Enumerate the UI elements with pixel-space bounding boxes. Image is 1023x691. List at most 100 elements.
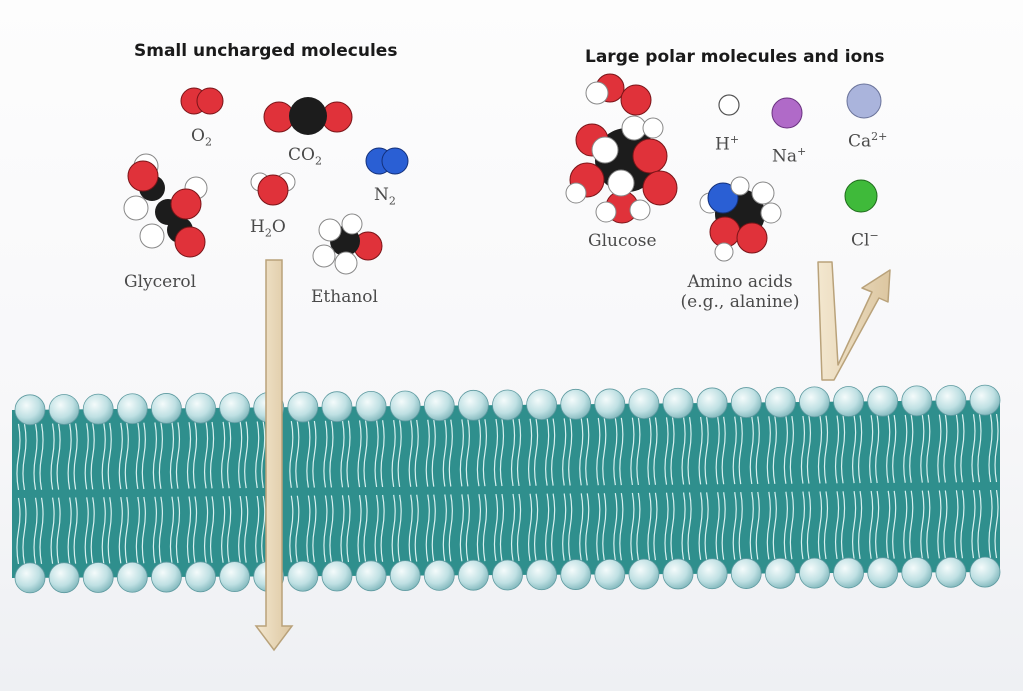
lipid-tail — [954, 414, 959, 483]
lipid-tail — [323, 420, 328, 488]
membrane-core — [12, 400, 1000, 578]
lipid-tail — [152, 422, 158, 489]
label-h-ion: H+ — [715, 133, 740, 155]
lipid-tail — [425, 419, 430, 487]
lipid-head-inner — [457, 559, 489, 591]
lipid-tail — [408, 419, 413, 487]
lipid-head-outer — [219, 392, 251, 424]
lipid-head-outer — [833, 386, 864, 417]
lipid-tail — [551, 418, 556, 486]
lipid-tail — [647, 417, 652, 485]
lipid-tail — [738, 416, 743, 485]
lipid-tail — [442, 494, 447, 562]
lipid-tail — [704, 416, 709, 485]
lipid-tail — [619, 417, 624, 486]
lipid-tail — [186, 422, 192, 489]
lipid-tail — [340, 420, 345, 488]
lipid-tail — [16, 423, 21, 491]
lipid-tail — [920, 490, 925, 559]
lipid-tail — [169, 422, 175, 489]
lipid-tail — [380, 494, 385, 562]
lipid-tail — [118, 496, 123, 564]
lipid-tail — [937, 414, 942, 483]
lipid-head-outer — [151, 393, 182, 424]
lipid-tail — [289, 421, 294, 488]
lipid-tail — [909, 414, 914, 483]
lipid-tail — [551, 493, 556, 561]
lipid-head-outer — [492, 389, 523, 421]
lipid-tail — [533, 418, 539, 486]
o2-molecule — [180, 87, 224, 115]
lipid-head-outer — [764, 386, 796, 418]
lipid-head-inner — [730, 558, 762, 589]
lipid-head-outer — [185, 392, 216, 424]
lipid-tail — [749, 416, 754, 485]
lipid-tail — [158, 422, 164, 489]
lipid-tail — [988, 489, 993, 559]
lipid-tail — [238, 496, 243, 563]
lipid-tail — [971, 490, 976, 559]
lipid-tail — [892, 490, 897, 559]
lipid-tail — [749, 491, 754, 560]
lipid-tail — [90, 423, 95, 490]
lipid-tail — [56, 423, 61, 490]
lipid-tail — [687, 492, 692, 561]
lipid-tail — [789, 491, 794, 560]
lipid-tail — [107, 497, 112, 564]
lipid-head-outer — [594, 388, 626, 420]
lipid-tail — [67, 497, 72, 564]
lipid-tail — [221, 421, 226, 489]
lipid-tail — [715, 416, 720, 485]
lipid-tail — [39, 423, 44, 490]
lipid-tail — [636, 417, 641, 486]
lipid-head-outer — [423, 390, 455, 422]
lipid-head-outer — [730, 387, 762, 418]
lipid-tail — [306, 495, 311, 563]
lipid-head-outer — [560, 388, 592, 420]
lipid-tail — [152, 496, 158, 564]
lipid-tail — [619, 492, 624, 561]
lipid-tail — [499, 493, 505, 562]
lipid-head-inner — [389, 560, 421, 592]
lipid-tail — [585, 418, 590, 486]
lipid-tail — [823, 415, 829, 484]
lipid-tail — [50, 423, 55, 490]
lipid-tail — [869, 415, 874, 484]
lipid-tail — [943, 490, 948, 559]
lipid-head-outer — [116, 393, 148, 425]
label-h2o: H2O — [250, 217, 286, 240]
lipid-tail — [425, 494, 430, 562]
lipid-tail — [681, 492, 686, 561]
lipid-tails — [16, 413, 999, 565]
lipid-tail — [772, 416, 777, 484]
lipid-head-inner — [355, 560, 387, 592]
n2-molecule — [365, 147, 409, 175]
lipid-tail — [834, 491, 840, 560]
lipid-head-outer — [526, 389, 558, 421]
lipid-head-inner — [833, 557, 864, 589]
lipid-head-inner — [219, 561, 251, 593]
lipid-tail — [380, 420, 385, 488]
lipid-tail — [596, 417, 601, 486]
lipid-tail — [664, 492, 669, 561]
lipid-tail — [738, 492, 743, 560]
lipid-tail — [886, 490, 891, 559]
lipid-tail — [670, 417, 675, 485]
lipid-head-outer — [799, 386, 830, 418]
lipid-bilayer — [12, 384, 1001, 594]
lipid-tail — [875, 415, 880, 484]
lipid-tail — [636, 492, 641, 561]
lipid-head-inner — [969, 556, 1001, 588]
lipid-tail — [943, 414, 948, 483]
lipid-tail — [977, 490, 982, 559]
lipid-tail — [56, 497, 61, 564]
lipid-tail — [510, 418, 516, 487]
lipid-tail — [510, 493, 516, 562]
lipid-tail — [960, 414, 965, 483]
lipid-tail — [459, 494, 464, 562]
lipid-tail — [954, 490, 959, 559]
lipid-tail — [732, 416, 737, 485]
lipid-tail — [238, 421, 243, 489]
lipid-tail — [175, 422, 181, 489]
lipid-tail — [823, 491, 829, 560]
